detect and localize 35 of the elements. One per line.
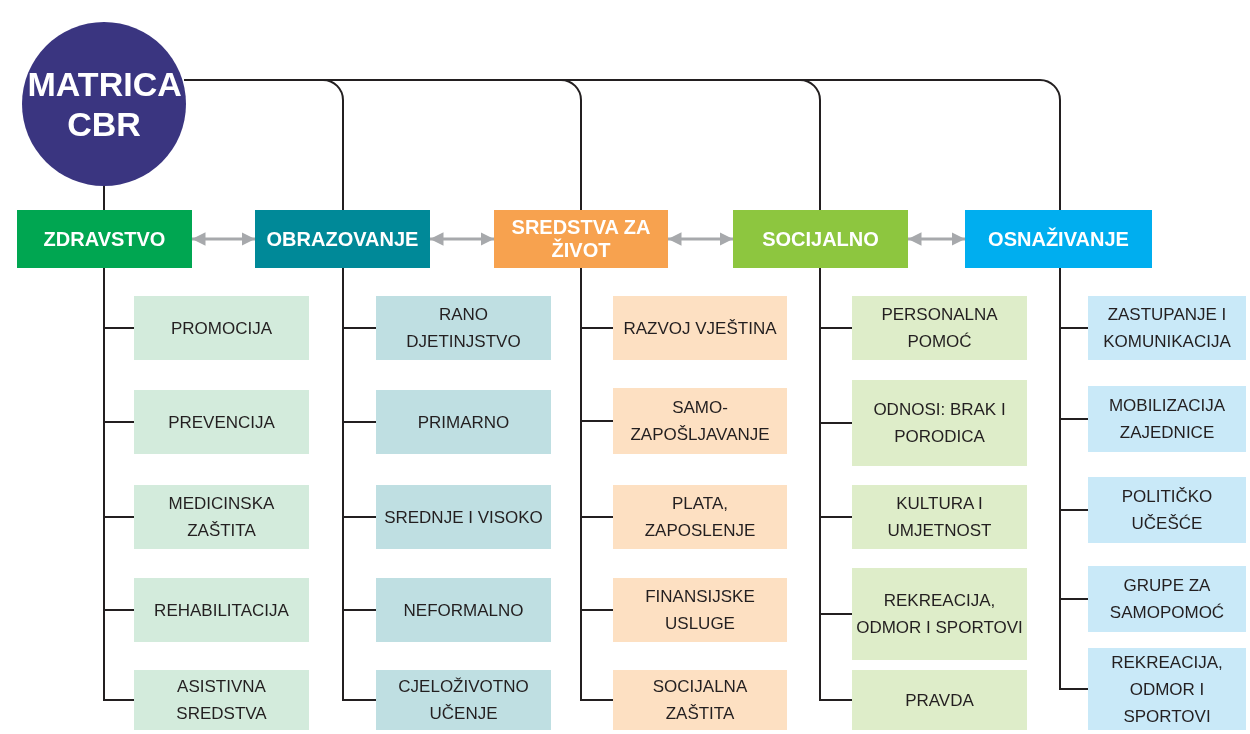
subcategory-box: SREDNJE I VISOKO <box>376 485 551 549</box>
subcategory-box: MEDICINSKA ZAŠTITA <box>134 485 309 549</box>
subcategory-box: KULTURA I UMJETNOST <box>852 485 1027 549</box>
subcategory-box: SOCIJALNA ZAŠTITA <box>613 670 787 730</box>
subcategory-box: PREVENCIJA <box>134 390 309 454</box>
category-header: SOCIJALNO <box>733 210 908 268</box>
subcategory-box: CJELOŽIVOTNO UČENJE <box>376 670 551 730</box>
subcategory-box: ASISTIVNA SREDSTVA <box>134 670 309 730</box>
subcategory-box: PROMOCIJA <box>134 296 309 360</box>
subcategory-box: GRUPE ZA SAMOPOMOĆ <box>1088 566 1246 632</box>
subcategory-box: REHABILITACIJA <box>134 578 309 642</box>
category-header: ZDRAVSTVO <box>17 210 192 268</box>
subcategory-box: RAZVOJ VJEŠTINA <box>613 296 787 360</box>
double-arrow <box>192 232 255 246</box>
subcategory-box: ZASTUPANJE I KOMUNIKACIJA <box>1088 296 1246 360</box>
subcategory-box: PRIMARNO <box>376 390 551 454</box>
subcategory-box: PLATA, ZAPOSLENJE <box>613 485 787 549</box>
category-header: SREDSTVA ZA ŽIVOT <box>494 210 668 268</box>
subcategory-box: ODNOSI: BRAK I PORODICA <box>852 380 1027 466</box>
category-header: OBRAZOVANJE <box>255 210 430 268</box>
subcategory-box: SAMO-ZAPOŠLJAVANJE <box>613 388 787 454</box>
double-arrow <box>908 232 965 246</box>
connector-line <box>103 185 105 211</box>
category-header: OSNAŽIVANJE <box>965 210 1152 268</box>
subcategory-box: PERSONALNA POMOĆ <box>852 296 1027 360</box>
subcategory-box: POLITIČKO UČEŠĆE <box>1088 477 1246 543</box>
subcategory-box: RANO DJETINJSTVO <box>376 296 551 360</box>
double-arrow <box>668 232 733 246</box>
subcategory-box: PRAVDA <box>852 670 1027 730</box>
subcategory-box: FINANSIJSKE USLUGE <box>613 578 787 642</box>
subcategory-box: REKREACIJA, ODMOR I SPORTOVI <box>1088 648 1246 730</box>
subcategory-box: REKREACIJA, ODMOR I SPORTOVI <box>852 568 1027 660</box>
subcategory-box: MOBILIZACIJA ZAJEDNICE <box>1088 386 1246 452</box>
double-arrow <box>430 232 494 246</box>
subcategory-box: NEFORMALNO <box>376 578 551 642</box>
